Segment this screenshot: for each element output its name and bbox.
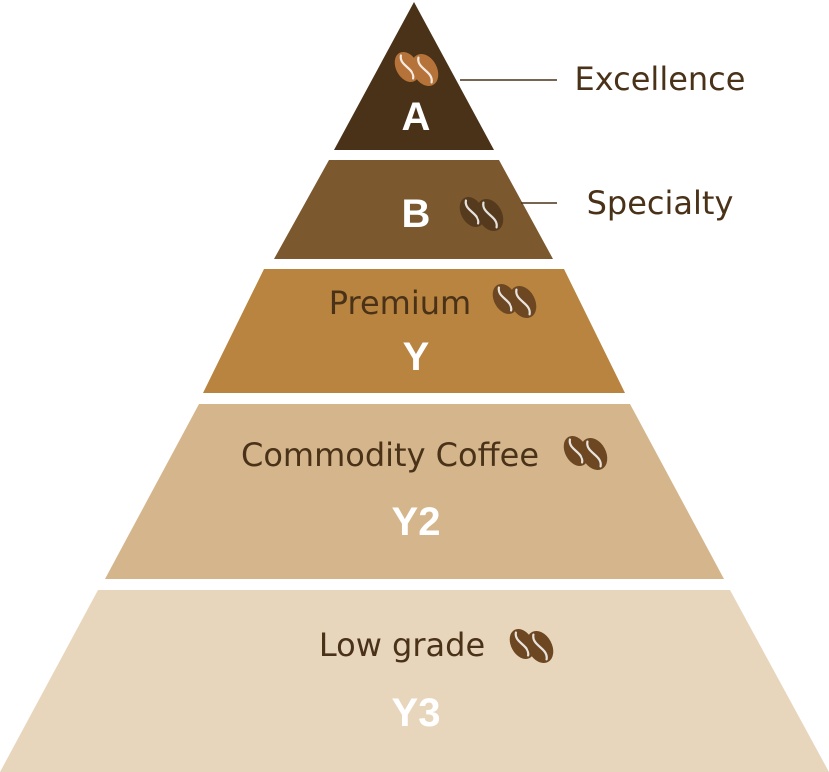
tier-premium-label: Premium [329,284,471,322]
tier-low-grade-code: Y3 [392,691,441,735]
callout-specialty-text: Specialty [587,184,734,222]
tier-commodity-shape [105,404,724,579]
tier-commodity-code: Y2 [392,500,441,544]
tier-excellence-coffee-bean-icon [394,51,439,87]
tier-low-grade-coffee-bean-icon [509,628,554,664]
callout-excellence: Excellence [460,60,745,98]
tier-excellence-code: A [402,95,431,139]
tier-specialty-code: B [402,192,431,236]
tier-commodity-coffee-bean-icon [563,435,608,471]
tier-excellence: A [334,2,494,150]
tier-specialty-shape [274,160,553,259]
tier-low-grade-shape [0,590,829,772]
callout-excellence-text: Excellence [575,60,746,98]
tier-specialty-coffee-bean-icon [459,196,504,232]
callout-specialty: Specialty [521,184,733,222]
tier-premium-code: Y [403,335,430,379]
tier-low-grade-label: Low grade [319,626,485,664]
tier-commodity-label: Commodity Coffee [241,436,539,474]
tier-specialty: B [274,160,553,259]
tier-premium-coffee-bean-icon [492,283,537,319]
